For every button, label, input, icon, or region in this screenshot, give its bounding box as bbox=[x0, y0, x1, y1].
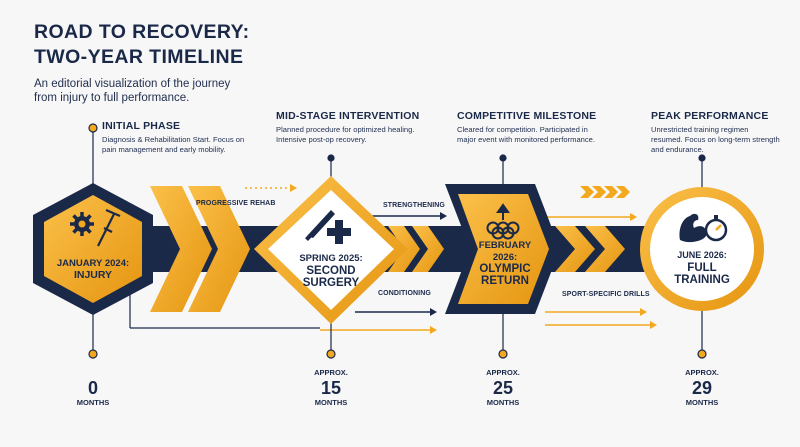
month-unit: MONTHS bbox=[314, 398, 348, 407]
month-number: 0 bbox=[87, 378, 98, 398]
phase-desc: Planned procedure for optimized healing.… bbox=[276, 125, 415, 144]
month-unit: MONTHS bbox=[76, 398, 110, 407]
phase-initial: INITIAL PHASE Diagnosis & Rehabilitation… bbox=[102, 120, 257, 155]
arrow-label-sport-specific-drills: SPORT-SPECIFIC DRILLS bbox=[562, 291, 650, 298]
milestone-date: SPRING 2025: bbox=[299, 253, 363, 264]
phase-desc: Diagnosis & Rehabilitation Start. Focus … bbox=[102, 135, 245, 154]
scalpel-cross-icon bbox=[305, 210, 351, 244]
milestone-date: JUNE 2026: bbox=[677, 250, 727, 260]
olympic-rings-icon bbox=[486, 203, 520, 240]
phase-mid-stage: MID-STAGE INTERVENTION Planned procedure… bbox=[276, 110, 426, 145]
node-label-full-training: JUNE 2026: FULL TRAINING bbox=[662, 250, 742, 286]
phase-desc: Cleared for competition. Participated in… bbox=[457, 125, 596, 144]
month-marker-29: APPROX. 29 MONTHS bbox=[667, 368, 737, 407]
month-unit: MONTHS bbox=[486, 398, 520, 407]
month-marker-25: APPROX. 25 MONTHS bbox=[468, 368, 538, 407]
milestone-date: JANUARY 2024: bbox=[56, 258, 130, 269]
node-label-second-surgery: SPRING 2025: SECOND SURGERY bbox=[291, 253, 371, 289]
title-line-2: TWO-YEAR TIMELINE bbox=[34, 46, 244, 68]
milestone-name: SECOND SURGERY bbox=[302, 264, 360, 289]
milestone-date: FEBRUARY 2026: bbox=[478, 240, 532, 263]
node-label-injury: JANUARY 2024: INJURY bbox=[53, 258, 133, 281]
node-second-surgery bbox=[254, 176, 408, 324]
title-line-1: ROAD TO RECOVERY: bbox=[34, 21, 250, 43]
phase-peak: PEAK PERFORMANCE Unrestricted training r… bbox=[651, 110, 781, 154]
gear-crutch-icon bbox=[70, 208, 121, 247]
approx-label bbox=[58, 368, 128, 378]
month-number: 15 bbox=[320, 378, 342, 398]
node-label-olympic-return: FEBRUARY 2026: OLYMPIC RETURN bbox=[468, 240, 542, 287]
phase-competitive: COMPETITIVE MILESTONE Cleared for compet… bbox=[457, 110, 607, 145]
band-chevrons bbox=[150, 186, 625, 312]
flow-arrowheads bbox=[290, 184, 657, 334]
arrow-label-conditioning: CONDITIONING bbox=[378, 290, 431, 297]
month-unit: MONTHS bbox=[685, 398, 719, 407]
arrow-label-strengthening: STRENGTHENING bbox=[383, 202, 445, 209]
node-injury bbox=[33, 183, 153, 315]
page-title: ROAD TO RECOVERY: TWO-YEAR TIMELINE bbox=[34, 20, 250, 70]
arrow-label-progressive-rehab: PROGRESSIVE REHAB bbox=[196, 200, 276, 207]
milestone-name: FULL TRAINING bbox=[674, 261, 730, 286]
approx-label: APPROX. bbox=[314, 368, 348, 377]
small-chevrons-top bbox=[580, 186, 630, 198]
phase-title: PEAK PERFORMANCE bbox=[651, 110, 769, 122]
flexed-arm-stopwatch-icon bbox=[679, 213, 728, 243]
month-marker-15: APPROX. 15 MONTHS bbox=[296, 368, 366, 407]
month-number: 29 bbox=[691, 378, 713, 398]
phase-title: COMPETITIVE MILESTONE bbox=[457, 110, 597, 122]
node-full-training bbox=[640, 187, 764, 311]
milestone-name: INJURY bbox=[73, 268, 113, 281]
month-number: 25 bbox=[492, 378, 514, 398]
phase-desc: Unrestricted training regimen resumed. F… bbox=[651, 125, 780, 154]
milestone-name: OLYMPIC RETURN bbox=[479, 263, 531, 287]
node-olympic-return bbox=[445, 184, 560, 314]
phase-title: INITIAL PHASE bbox=[102, 120, 181, 132]
page-subtitle: An editorial visualization of the journe… bbox=[34, 78, 231, 104]
approx-label: APPROX. bbox=[685, 368, 719, 377]
phase-title: MID-STAGE INTERVENTION bbox=[276, 110, 420, 122]
connector-dots bbox=[88, 123, 707, 359]
approx-label: APPROX. bbox=[486, 368, 520, 377]
month-marker-0: 0 MONTHS bbox=[58, 368, 128, 407]
